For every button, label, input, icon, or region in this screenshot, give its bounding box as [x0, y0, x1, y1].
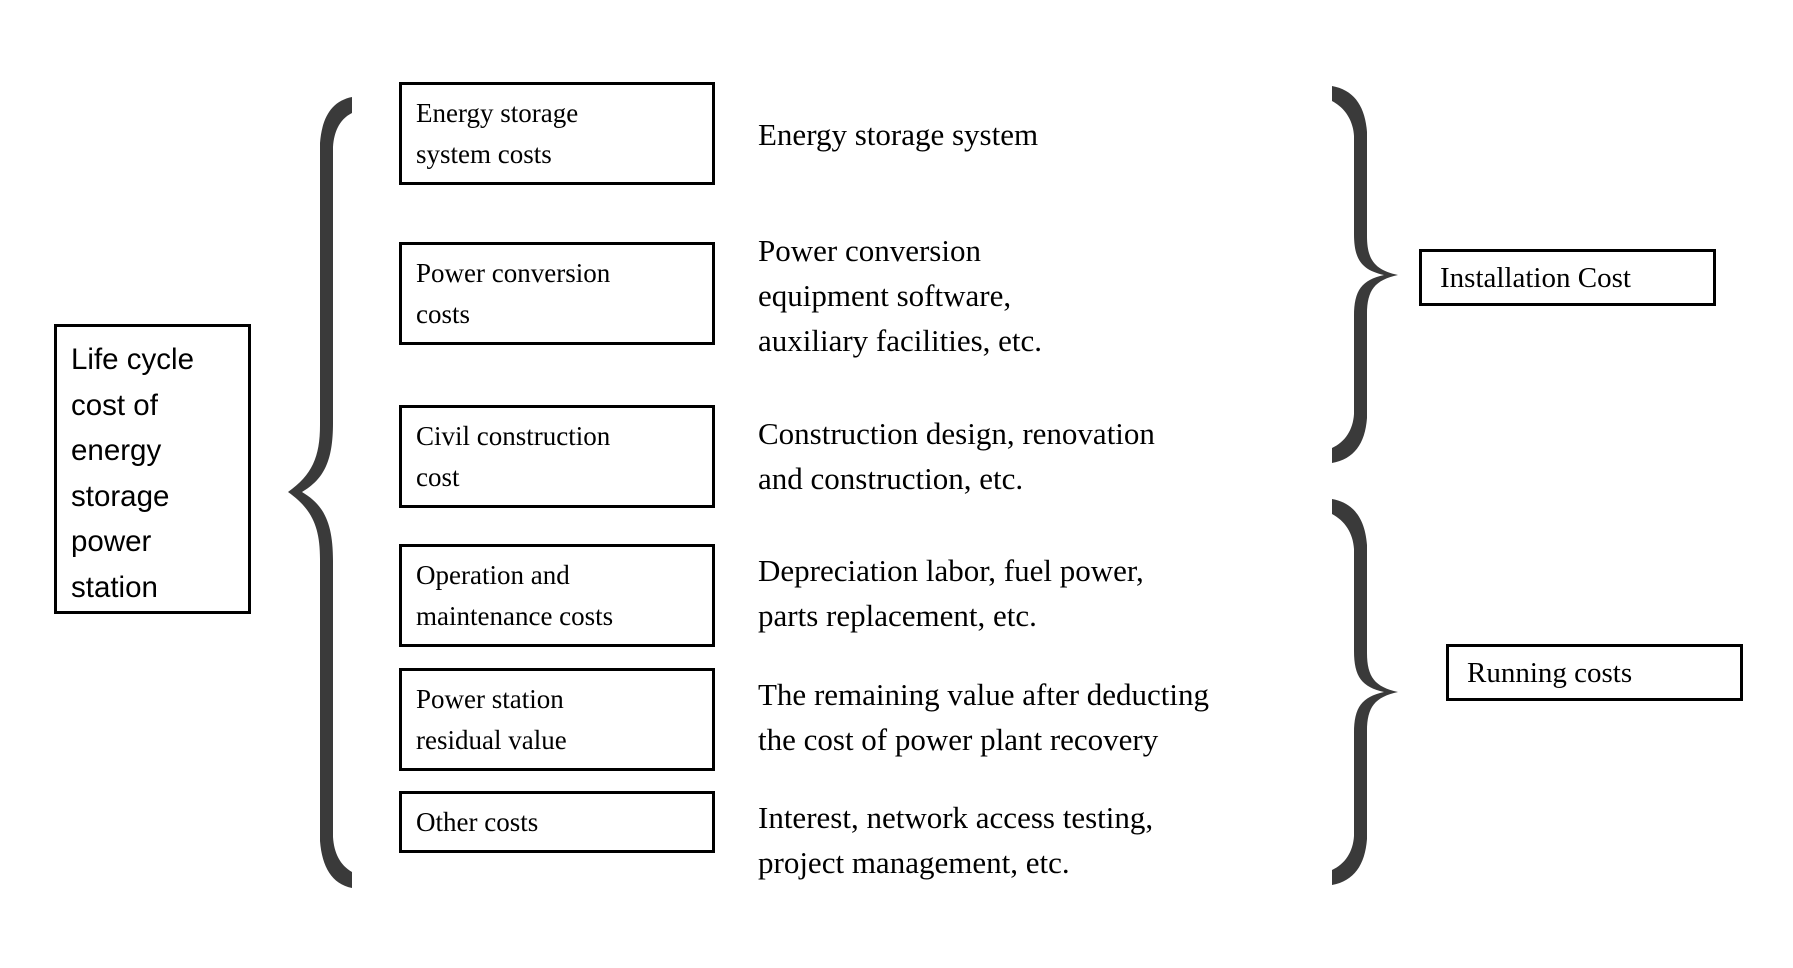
left-brace-icon	[286, 95, 354, 890]
category-box-operation-and-maintenance-costs: Operation and maintenance costs	[399, 544, 715, 647]
root-node-life-cycle-cost: Life cycle cost of energy storage power …	[54, 324, 251, 614]
category-label: Operation and maintenance costs	[416, 560, 614, 631]
category-label: Power conversion costs	[416, 258, 611, 329]
category-box-energy-storage-system-costs: Energy storage system costs	[399, 82, 715, 185]
category-label: Civil construction cost	[416, 421, 611, 492]
category-box-power-station-residual-value: Power station residual value	[399, 668, 715, 771]
summary-box-installation-cost: Installation Cost	[1419, 249, 1716, 306]
summary-label: Running costs	[1467, 656, 1633, 689]
summary-label: Installation Cost	[1440, 261, 1631, 294]
installation-cost-brace-icon	[1328, 84, 1400, 464]
description-power-conversion-costs: Power conversion equipment software, aux…	[758, 233, 1043, 358]
category-label: Energy storage system costs	[416, 98, 579, 169]
running-costs-brace-icon	[1328, 497, 1400, 887]
category-label: Other costs	[416, 807, 539, 837]
description-other-costs: Interest, network access testing, projec…	[758, 800, 1154, 880]
description-power-station-residual-value: The remaining value after deducting the …	[758, 677, 1210, 757]
category-box-power-conversion-costs: Power conversion costs	[399, 242, 715, 345]
description-energy-storage-system-costs: Energy storage system	[758, 117, 1039, 152]
summary-box-running-costs: Running costs	[1446, 644, 1743, 701]
category-box-civil-construction-cost: Civil construction cost	[399, 405, 715, 508]
root-node-label: Life cycle cost of energy storage power …	[71, 343, 194, 604]
description-civil-construction-cost: Construction design, renovation and cons…	[758, 416, 1155, 496]
category-box-other-costs: Other costs	[399, 791, 715, 853]
category-label: Power station residual value	[416, 684, 567, 755]
description-operation-and-maintenance-costs: Depreciation labor, fuel power, parts re…	[758, 553, 1144, 633]
